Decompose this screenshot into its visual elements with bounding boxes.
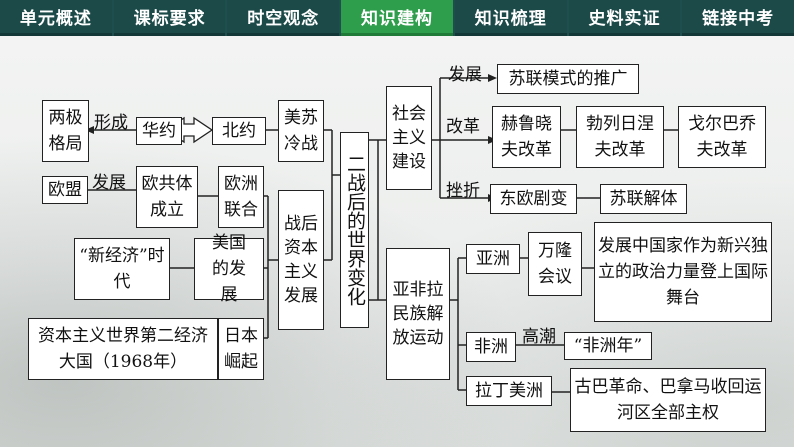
tab-knowledge-construction[interactable]: 知识建构 (341, 0, 453, 36)
cold-war-box: 美苏冷战 (278, 100, 324, 162)
tab-curriculum[interactable]: 课标要求 (113, 0, 226, 36)
new-economy-box: “新经济”时代 (74, 238, 170, 300)
gorbachev-reform-box: 戈尔巴乔夫改革 (678, 106, 766, 168)
postwar-capitalism-box: 战后资本主义发展 (278, 190, 324, 330)
tab-exam-link[interactable]: 链接中考 (682, 0, 794, 36)
latin-america-box: 拉丁美洲 (466, 376, 552, 406)
year-of-africa-box: “非洲年” (564, 332, 652, 360)
cuba-panama-box: 古巴革命、巴拿马收回运河区全部主权 (570, 368, 766, 432)
nato-box: 北约 (212, 117, 266, 145)
ussr-collapse-box: 苏联解体 (600, 184, 687, 214)
label-develop-right: 发展 (448, 65, 482, 85)
bandung-box: 万隆会议 (528, 232, 582, 296)
socialist-construction-box: 社会主义建设 (386, 86, 432, 190)
label-form: 形成 (94, 113, 128, 133)
eastern-europe-box: 东欧剧变 (490, 184, 577, 214)
national-liberation-box: 亚非拉民族解放运动 (386, 248, 450, 380)
brezhnev-reform-box: 勃列日涅夫改革 (576, 106, 664, 168)
tab-bar: 单元概述 课标要求 时空观念 知识建构 知识梳理 史料实证 链接中考 (0, 0, 794, 36)
eu-box: 欧盟 (42, 176, 88, 204)
second-economy-box: 资本主义世界第二经济大国（1968年） (28, 318, 218, 380)
khrushchev-reform-box: 赫鲁晓夫改革 (492, 106, 561, 168)
soviet-model-box: 苏联模式的推广 (497, 64, 639, 94)
ec-box: 欧共体成立 (136, 166, 198, 228)
tab-overview[interactable]: 单元概述 (0, 0, 112, 36)
center-topic: 二战后的世界变化 (340, 132, 369, 328)
label-setback: 挫折 (446, 181, 480, 201)
tab-knowledge-review[interactable]: 知识梳理 (454, 0, 567, 36)
label-reform: 改革 (446, 117, 480, 137)
bipolar-pattern-box: 两极格局 (42, 100, 89, 162)
label-climax: 高潮 (522, 327, 556, 347)
warsaw-pact-box: 华约 (136, 117, 182, 145)
africa-box: 非洲 (466, 332, 516, 362)
us-development-box: 美国的发展 (194, 233, 264, 305)
developing-countries-box: 发展中国家作为新兴独立的政治力量登上国际舞台 (594, 222, 772, 322)
asia-box: 亚洲 (466, 244, 520, 274)
tab-evidence[interactable]: 史料实证 (568, 0, 681, 36)
tab-time-space[interactable]: 时空观念 (227, 0, 340, 36)
label-develop-left: 发展 (92, 173, 126, 193)
european-union-box: 欧洲联合 (218, 166, 264, 228)
japan-rise-box: 日本崛起 (218, 318, 264, 380)
